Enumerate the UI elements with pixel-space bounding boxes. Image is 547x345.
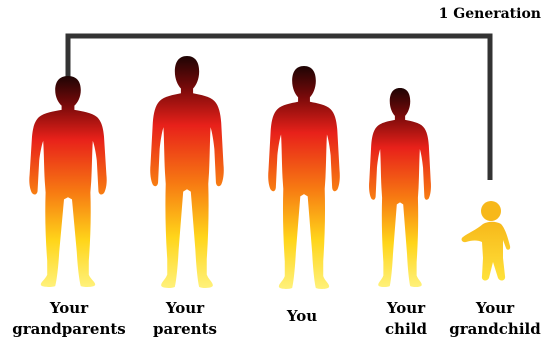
label-you: You bbox=[262, 306, 342, 327]
figure-grandchild bbox=[462, 201, 511, 280]
figure-grandparents bbox=[29, 76, 106, 287]
grandchild-body bbox=[462, 222, 511, 281]
grandchild-head bbox=[481, 201, 501, 221]
figure-you bbox=[268, 66, 340, 289]
figure-parents bbox=[150, 56, 224, 288]
figures-group bbox=[29, 56, 510, 289]
figure-child bbox=[369, 88, 431, 287]
generation-label: 1 Generation bbox=[439, 6, 541, 22]
